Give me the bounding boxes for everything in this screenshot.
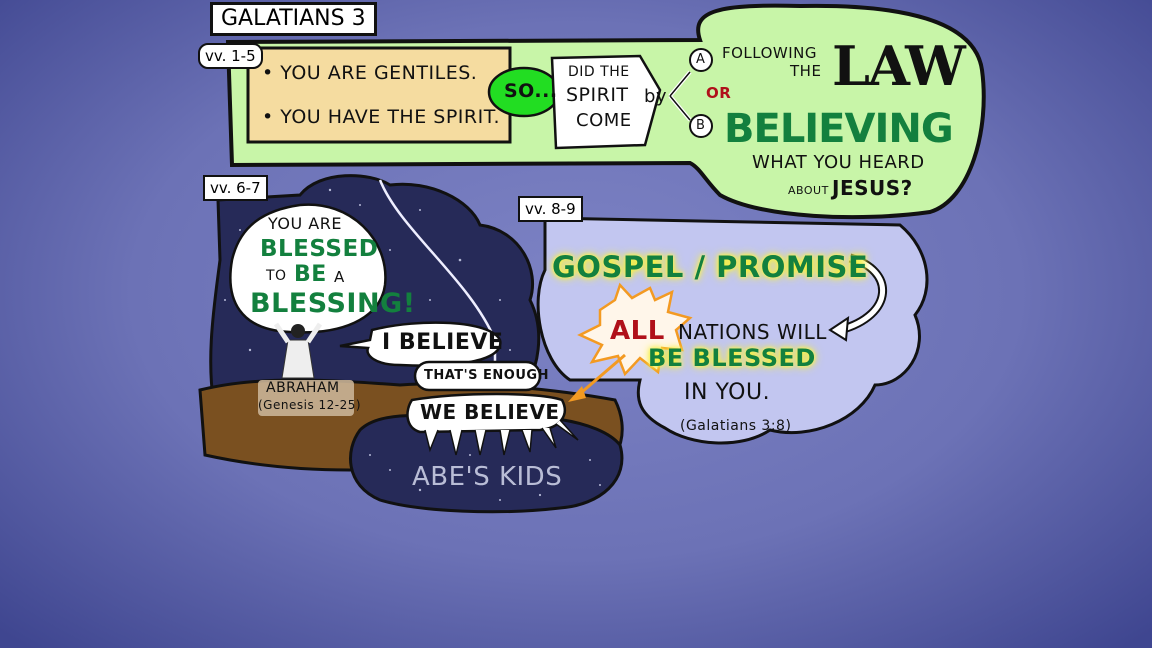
question-line-2: SPIRIT [566,84,629,106]
promise-cloud [536,216,929,445]
jesus-label: JESUS? [832,176,913,200]
abraham-plate [258,380,354,416]
fact-gentiles: • YOU ARE GENTILES. [262,62,478,84]
bubble-be: BE [294,262,327,287]
bubble-blessing: BLESSING! [250,288,416,319]
question-box [550,54,662,150]
law-label: LAW [832,34,966,98]
in-you-label: IN YOU. [684,380,771,405]
about-label: ABOUT [788,184,829,197]
or-label: OR [706,84,732,102]
all-starburst [577,282,693,377]
fact-spirit: • YOU HAVE THE SPIRIT. [262,106,501,128]
we-believe-bubble [406,392,566,434]
option-b-circle [689,114,713,138]
verse-label-1-5: vv. 1-5 [198,43,263,69]
all-label: ALL [610,316,665,346]
galatians-reference: (Galatians 3:8) [680,418,792,434]
verse-label-6-7: vv. 6-7 [203,175,268,201]
page-title: GALATIANS 3 [210,2,377,36]
gospel-promise-label: GOSPEL / PROMISE [552,250,869,284]
thats-enough-label: THAT'S ENOUGH [424,368,549,383]
question-line-1: DID THE [568,64,630,80]
i-believe-label: I BELIEVE [382,330,504,355]
option-a-circle [689,48,713,72]
bubble-tails [424,419,579,456]
genesis-label: (Genesis 12-25) [258,398,362,412]
bubble-you-are: YOU ARE [268,214,342,233]
i-believe-bubble [339,321,502,367]
question-line-3: COME [576,110,632,131]
following-label: FOLLOWING [722,44,818,62]
option-b-label: B [696,118,706,133]
tan-box [246,46,512,144]
verse-label-8-9: vv. 8-9 [518,196,583,222]
we-believe-label: WE BELIEVE [420,400,560,424]
nations-will-label: NATIONS WILL [678,320,827,344]
abraham-figure [273,322,323,379]
thats-enough-bubble [413,360,542,392]
what-you-heard-label: WHAT YOU HEARD [752,152,925,173]
abraham-label: ABRAHAM [266,380,340,396]
by-label: by [644,86,668,107]
abes-kids-label: ABE'S KIDS [412,462,563,492]
option-a-label: A [696,52,706,67]
be-blessed-label: BE BLESSED [648,344,816,372]
bubble-a: A [334,268,345,286]
bubble-to: TO [266,268,287,284]
the-label: THE [790,62,822,80]
believing-label: BELIEVING [724,106,954,152]
so-label: SO... [504,80,558,102]
bubble-blessed: BLESSED [260,236,379,262]
blessing-bubble [229,203,387,334]
heaven-line [378,179,497,372]
